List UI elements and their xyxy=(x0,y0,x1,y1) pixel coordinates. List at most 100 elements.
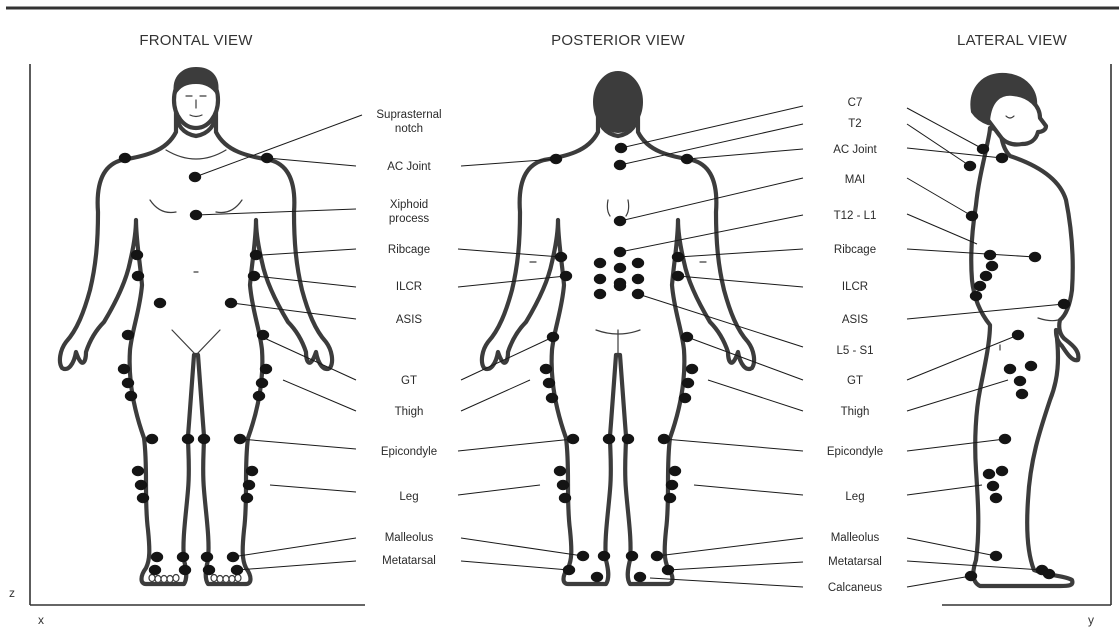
marker-posterior-epicondyle xyxy=(603,434,615,444)
marker-frontal-leg xyxy=(246,466,258,476)
marker-posterior-thigh xyxy=(546,393,558,403)
marker-posterior-t12-l1 xyxy=(614,247,626,257)
marker-lateral-asis xyxy=(1058,299,1070,309)
marker-lateral-leg xyxy=(987,481,999,491)
marker-lateral-spine xyxy=(974,281,986,291)
marker-posterior-lumbar xyxy=(614,263,626,273)
label-gt-right: GT xyxy=(847,375,863,387)
marker-posterior-lumbar xyxy=(632,289,644,299)
marker-posterior-malleolus xyxy=(577,551,589,561)
right-labels: C7 T2 AC Joint MAI T12 - L1 Ribcage ILCR… xyxy=(827,97,883,594)
marker-frontal-thigh xyxy=(253,391,265,401)
marker-lateral-ribcage xyxy=(1029,252,1041,262)
marker-posterior-gt-left xyxy=(547,332,559,342)
marker-posterior-l5-s1 xyxy=(614,281,626,291)
marker-posterior-ilcr-left xyxy=(560,271,572,281)
label-xiphoid-line2: process xyxy=(389,213,430,225)
marker-posterior-lumbar xyxy=(594,258,606,268)
marker-frontal-leg xyxy=(243,480,255,490)
label-t12-l1: T12 - L1 xyxy=(834,210,877,222)
marker-posterior-calcaneus xyxy=(634,572,646,582)
marker-frontal-metatarsal xyxy=(179,565,191,575)
label-leg-right: Leg xyxy=(845,491,864,503)
marker-frontal-ribcage-left xyxy=(131,250,143,260)
marker-posterior-malleolus xyxy=(651,551,663,561)
axis-z-label: z xyxy=(9,586,15,600)
marker-frontal-epicondyle xyxy=(234,434,246,444)
marker-frontal-malleolus xyxy=(177,552,189,562)
marker-posterior-thigh xyxy=(540,364,552,374)
label-xiphoid-line1: Xiphoid xyxy=(390,199,428,211)
marker-posterior-leg xyxy=(557,480,569,490)
label-asis-right: ASIS xyxy=(842,314,869,326)
marker-lateral-spine xyxy=(970,291,982,301)
label-mai: MAI xyxy=(845,174,865,186)
marker-posterior-thigh xyxy=(682,378,694,388)
marker-frontal-ac-left xyxy=(119,153,131,163)
marker-lateral-metatarsal xyxy=(1043,569,1055,579)
marker-lateral-malleolus xyxy=(990,551,1002,561)
marker-frontal-metatarsal xyxy=(149,565,161,575)
marker-lateral-thigh xyxy=(1004,364,1016,374)
marker-frontal-metatarsal xyxy=(231,565,243,575)
marker-lateral-epicondyle xyxy=(999,434,1011,444)
marker-lateral-spine xyxy=(984,250,996,260)
marker-posterior-malleolus xyxy=(626,551,638,561)
marker-posterior-ribcage-right xyxy=(672,252,684,262)
marker-posterior-thigh xyxy=(686,364,698,374)
marker-posterior-epicondyle xyxy=(567,434,579,444)
marker-frontal-thigh xyxy=(118,364,130,374)
marker-posterior-c7 xyxy=(615,143,627,153)
marker-frontal-leg xyxy=(137,493,149,503)
marker-frontal-suprasternal xyxy=(189,172,201,182)
axis-y-label: y xyxy=(1088,613,1094,627)
marker-lateral-ac-joint xyxy=(996,153,1008,163)
label-thigh-front: Thigh xyxy=(395,406,424,418)
marker-frontal-ac-right xyxy=(261,153,273,163)
marker-posterior-leg xyxy=(666,480,678,490)
label-epicondyle-right: Epicondyle xyxy=(827,446,883,458)
label-thigh-right: Thigh xyxy=(841,406,870,418)
marker-lateral-spine xyxy=(980,271,992,281)
marker-posterior-leg xyxy=(669,466,681,476)
marker-frontal-ilcr-left xyxy=(132,271,144,281)
label-metatarsal-front: Metatarsal xyxy=(382,555,436,567)
marker-posterior-calcaneus xyxy=(591,572,603,582)
label-ribcage-front: Ribcage xyxy=(388,244,430,256)
marker-posterior-ac-left xyxy=(550,154,562,164)
marker-frontal-thigh xyxy=(256,378,268,388)
label-c7: C7 xyxy=(848,97,863,109)
marker-lateral-leg xyxy=(996,466,1008,476)
marker-lateral-thigh xyxy=(1016,389,1028,399)
frontal-figure xyxy=(60,68,332,584)
marker-frontal-asis-right xyxy=(225,298,237,308)
marker-posterior-thigh xyxy=(543,378,555,388)
marker-posterior-lumbar xyxy=(594,274,606,284)
marker-posterior-ribcage-left xyxy=(555,252,567,262)
marker-frontal-gt-right xyxy=(257,330,269,340)
marker-posterior-ilcr-right xyxy=(672,271,684,281)
marker-posterior-lumbar xyxy=(632,258,644,268)
posterior-view-title: POSTERIOR VIEW xyxy=(551,32,685,49)
marker-frontal-ilcr-right xyxy=(248,271,260,281)
marker-frontal-asis-left xyxy=(154,298,166,308)
marker-frontal-thigh xyxy=(122,378,134,388)
marker-frontal-malleolus xyxy=(201,552,213,562)
marker-frontal-malleolus xyxy=(151,552,163,562)
label-malleolus-right: Malleolus xyxy=(831,532,880,544)
marker-lateral-leg xyxy=(990,493,1002,503)
marker-posterior-malleolus xyxy=(598,551,610,561)
label-calcaneus: Calcaneus xyxy=(828,582,883,594)
marker-frontal-metatarsal xyxy=(203,565,215,575)
marker-frontal-epicondyle xyxy=(198,434,210,444)
marker-lateral-thigh xyxy=(1025,361,1037,371)
label-metatarsal-right: Metatarsal xyxy=(828,556,882,568)
marker-frontal-epicondyle xyxy=(146,434,158,444)
marker-posterior-mai xyxy=(614,216,626,226)
marker-lateral-mai xyxy=(966,211,978,221)
label-suprasternal-line2: notch xyxy=(395,123,423,135)
marker-frontal-leg xyxy=(135,480,147,490)
label-gt-front: GT xyxy=(401,375,417,387)
marker-posterior-lumbar xyxy=(632,274,644,284)
frontal-labels: Suprasternal notch AC Joint Xiphoid proc… xyxy=(376,109,441,567)
